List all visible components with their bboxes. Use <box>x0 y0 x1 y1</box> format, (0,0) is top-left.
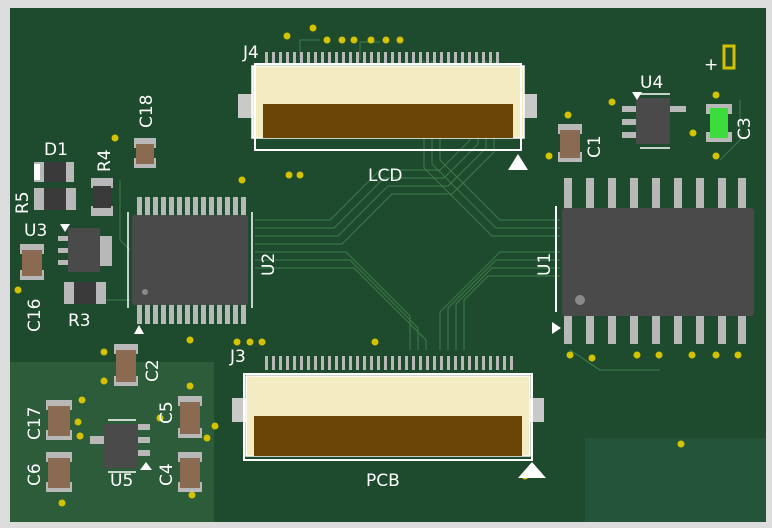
label-j4: J4 <box>242 43 259 63</box>
j4-pin1-marker <box>508 154 528 170</box>
via-layer <box>14 24 742 507</box>
u2-pins <box>137 197 246 324</box>
ic-u4 <box>622 92 686 149</box>
u1-pin1-marker <box>552 322 561 334</box>
label-u1: U1 <box>535 253 555 276</box>
res-r5 <box>34 188 76 210</box>
label-r3: R3 <box>68 311 91 331</box>
label-c6: C6 <box>25 463 45 486</box>
j3-side-tab-right <box>530 398 544 422</box>
ic-u2 <box>127 197 253 334</box>
label-r4: R4 <box>95 149 115 172</box>
j4-slot <box>263 104 513 138</box>
u3-body <box>68 228 100 272</box>
j3-pin1-marker <box>518 462 546 478</box>
label-d1: D1 <box>44 140 68 160</box>
cap-c16 <box>20 244 44 280</box>
label-c5: C5 <box>157 401 177 424</box>
connector-j3 <box>232 356 546 478</box>
label-c1: C1 <box>585 135 605 158</box>
u5-silk-outline <box>108 419 136 473</box>
label-c4: C4 <box>157 463 177 486</box>
cap-c1 <box>558 124 582 162</box>
cap-c2 <box>114 344 138 386</box>
label-c18: C18 <box>137 94 157 128</box>
cap-c6 <box>46 452 72 492</box>
ic-u3 <box>58 224 112 272</box>
label-c16: C16 <box>25 298 45 332</box>
cap-c5 <box>178 396 202 438</box>
ic-u5 <box>90 419 152 473</box>
diode-d1 <box>34 162 74 182</box>
u1-body <box>562 208 754 316</box>
u1-pins <box>564 178 746 344</box>
cap-c17 <box>46 400 72 440</box>
label-c2: C2 <box>143 359 163 382</box>
j4-pins <box>265 52 499 64</box>
u3-tab-pad <box>98 236 112 266</box>
j3-silk-outline <box>243 373 533 461</box>
cap-c4 <box>178 452 202 492</box>
cap-c18 <box>134 138 156 168</box>
connector-j4 <box>238 52 537 170</box>
label-u3: U3 <box>24 221 47 241</box>
label-u4: U4 <box>640 73 663 93</box>
label-c3: C3 <box>735 117 755 140</box>
u3-pin1-marker <box>60 224 70 232</box>
j3-pins <box>265 356 513 370</box>
led-c3 <box>706 104 732 142</box>
label-lcd: LCD <box>368 166 402 186</box>
ic-u1 <box>552 178 754 344</box>
label-c17: C17 <box>25 406 45 440</box>
label-plus: + <box>704 55 718 75</box>
polarity-pad <box>722 44 736 70</box>
label-u2: U2 <box>259 253 279 276</box>
u5-pin1-marker <box>140 462 152 470</box>
u1-pin1-dot <box>575 295 585 305</box>
label-pcb: PCB <box>366 471 400 491</box>
u4-silk-outline <box>640 93 670 149</box>
label-r5: R5 <box>13 191 33 214</box>
j4-side-tab-left <box>238 94 252 118</box>
res-r4 <box>91 178 113 216</box>
u2-body <box>132 215 248 305</box>
j3-slot <box>254 416 522 456</box>
u4-body <box>636 98 670 144</box>
label-u5: U5 <box>110 471 133 491</box>
j4-silk-outline <box>254 63 522 151</box>
u2-pin1-marker <box>134 325 144 334</box>
res-r3 <box>64 282 106 304</box>
u5-body <box>104 424 138 468</box>
j3-side-tab-left <box>232 398 246 422</box>
j4-side-tab-right <box>523 94 537 118</box>
d1-cathode-band <box>34 164 40 180</box>
label-j3: J3 <box>229 347 246 367</box>
u2-pin1-dot <box>142 289 148 295</box>
u2-silk-outline <box>127 212 253 308</box>
u4-pin1-marker <box>632 92 642 100</box>
copper-pour-region-right <box>585 438 766 522</box>
